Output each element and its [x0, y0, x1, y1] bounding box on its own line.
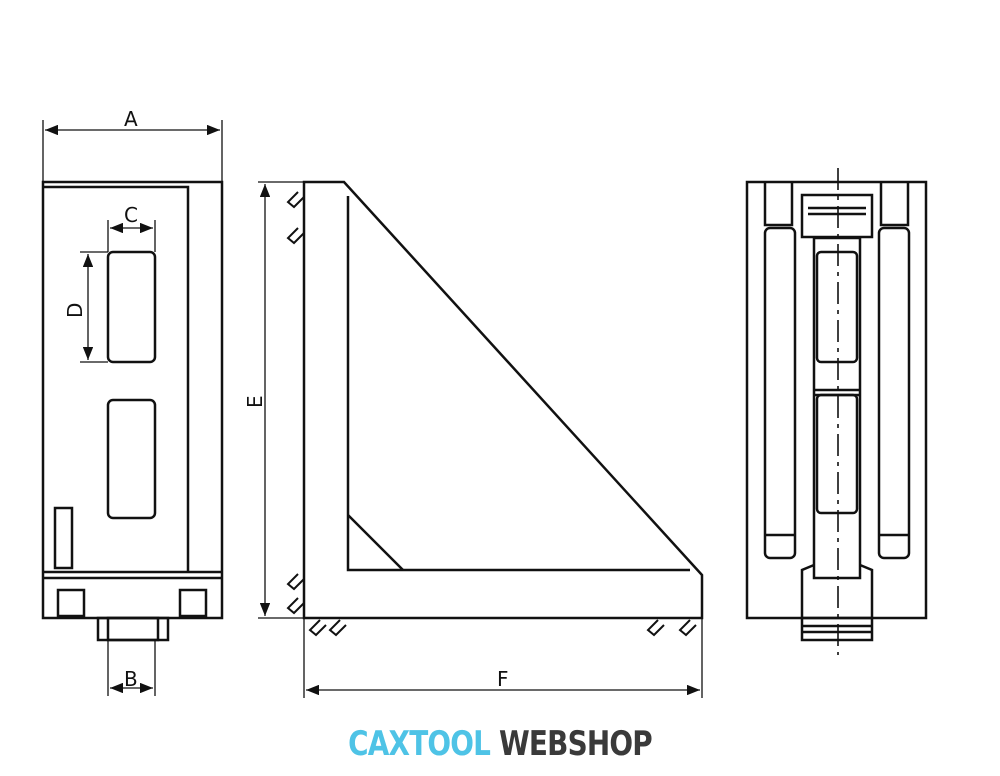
logo-part-webshop: WEBSHOP — [499, 724, 653, 764]
dimension-lines-side — [258, 181, 703, 698]
dimension-label-d: D — [63, 303, 87, 318]
dimension-lines-front — [42, 120, 223, 696]
dimension-label-c: C — [124, 203, 138, 227]
top-view — [745, 168, 928, 655]
dimension-label-b: B — [124, 667, 138, 691]
dimension-label-a: A — [124, 107, 138, 131]
front-view — [41, 180, 224, 642]
dimension-label-f: F — [497, 667, 509, 691]
dimension-label-e: E — [243, 395, 267, 408]
logo-part-caxtool: CAXTOOL — [348, 724, 491, 764]
side-view — [286, 180, 704, 637]
brand-logo: CAXTOOL WEBSHOP — [90, 724, 910, 764]
